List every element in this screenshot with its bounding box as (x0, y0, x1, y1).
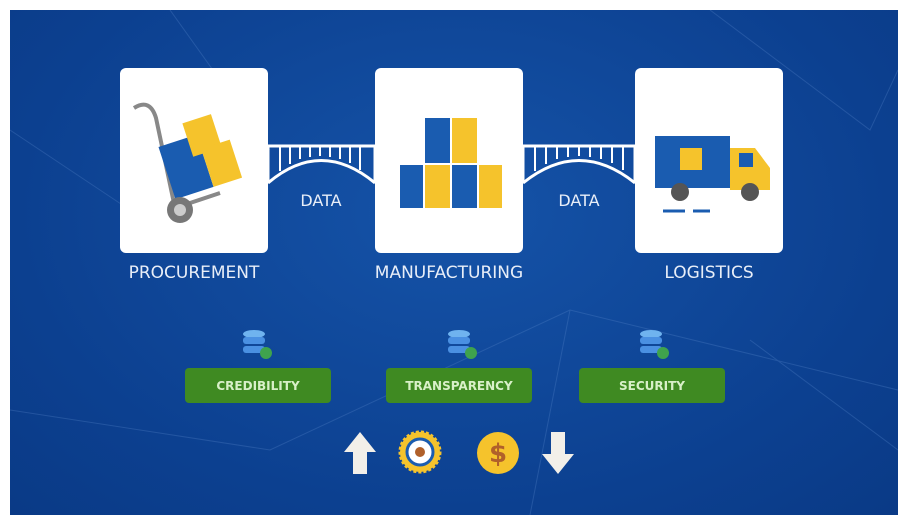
manufacturing-label: MANUFACTURING (374, 263, 524, 283)
gear-target-icon (398, 430, 442, 474)
hand-truck-icon (132, 102, 243, 223)
dollar-coin-icon: $ (477, 432, 519, 474)
manufacturing-card (375, 68, 523, 253)
procurement-label: PROCUREMENT (128, 263, 260, 283)
delivery-truck-icon (655, 136, 770, 213)
arrow-down-icon (542, 432, 574, 474)
database-shield-icon (640, 330, 669, 359)
arrow-up-icon (344, 432, 376, 474)
logistics-card (635, 68, 783, 253)
database-shield-icon (448, 330, 477, 359)
svg-text:$: $ (489, 439, 507, 469)
bridge-icon (268, 144, 375, 185)
logistics-label: LOGISTICS (664, 263, 754, 283)
procurement-card (120, 68, 268, 253)
boxes-icon (400, 118, 502, 208)
bridge-icon (523, 144, 635, 185)
database-shield-icon (243, 330, 272, 359)
data-connector-label: DATA (300, 191, 342, 210)
data-connector-label: DATA (558, 191, 600, 210)
security-badge: SECURITY (579, 368, 725, 403)
supply-chain-diagram: DATA DATA PROCUREMENT MANUFACTURING LOGI… (10, 10, 898, 515)
transparency-badge: TRANSPARENCY (386, 368, 532, 403)
credibility-badge: CREDIBILITY (185, 368, 331, 403)
